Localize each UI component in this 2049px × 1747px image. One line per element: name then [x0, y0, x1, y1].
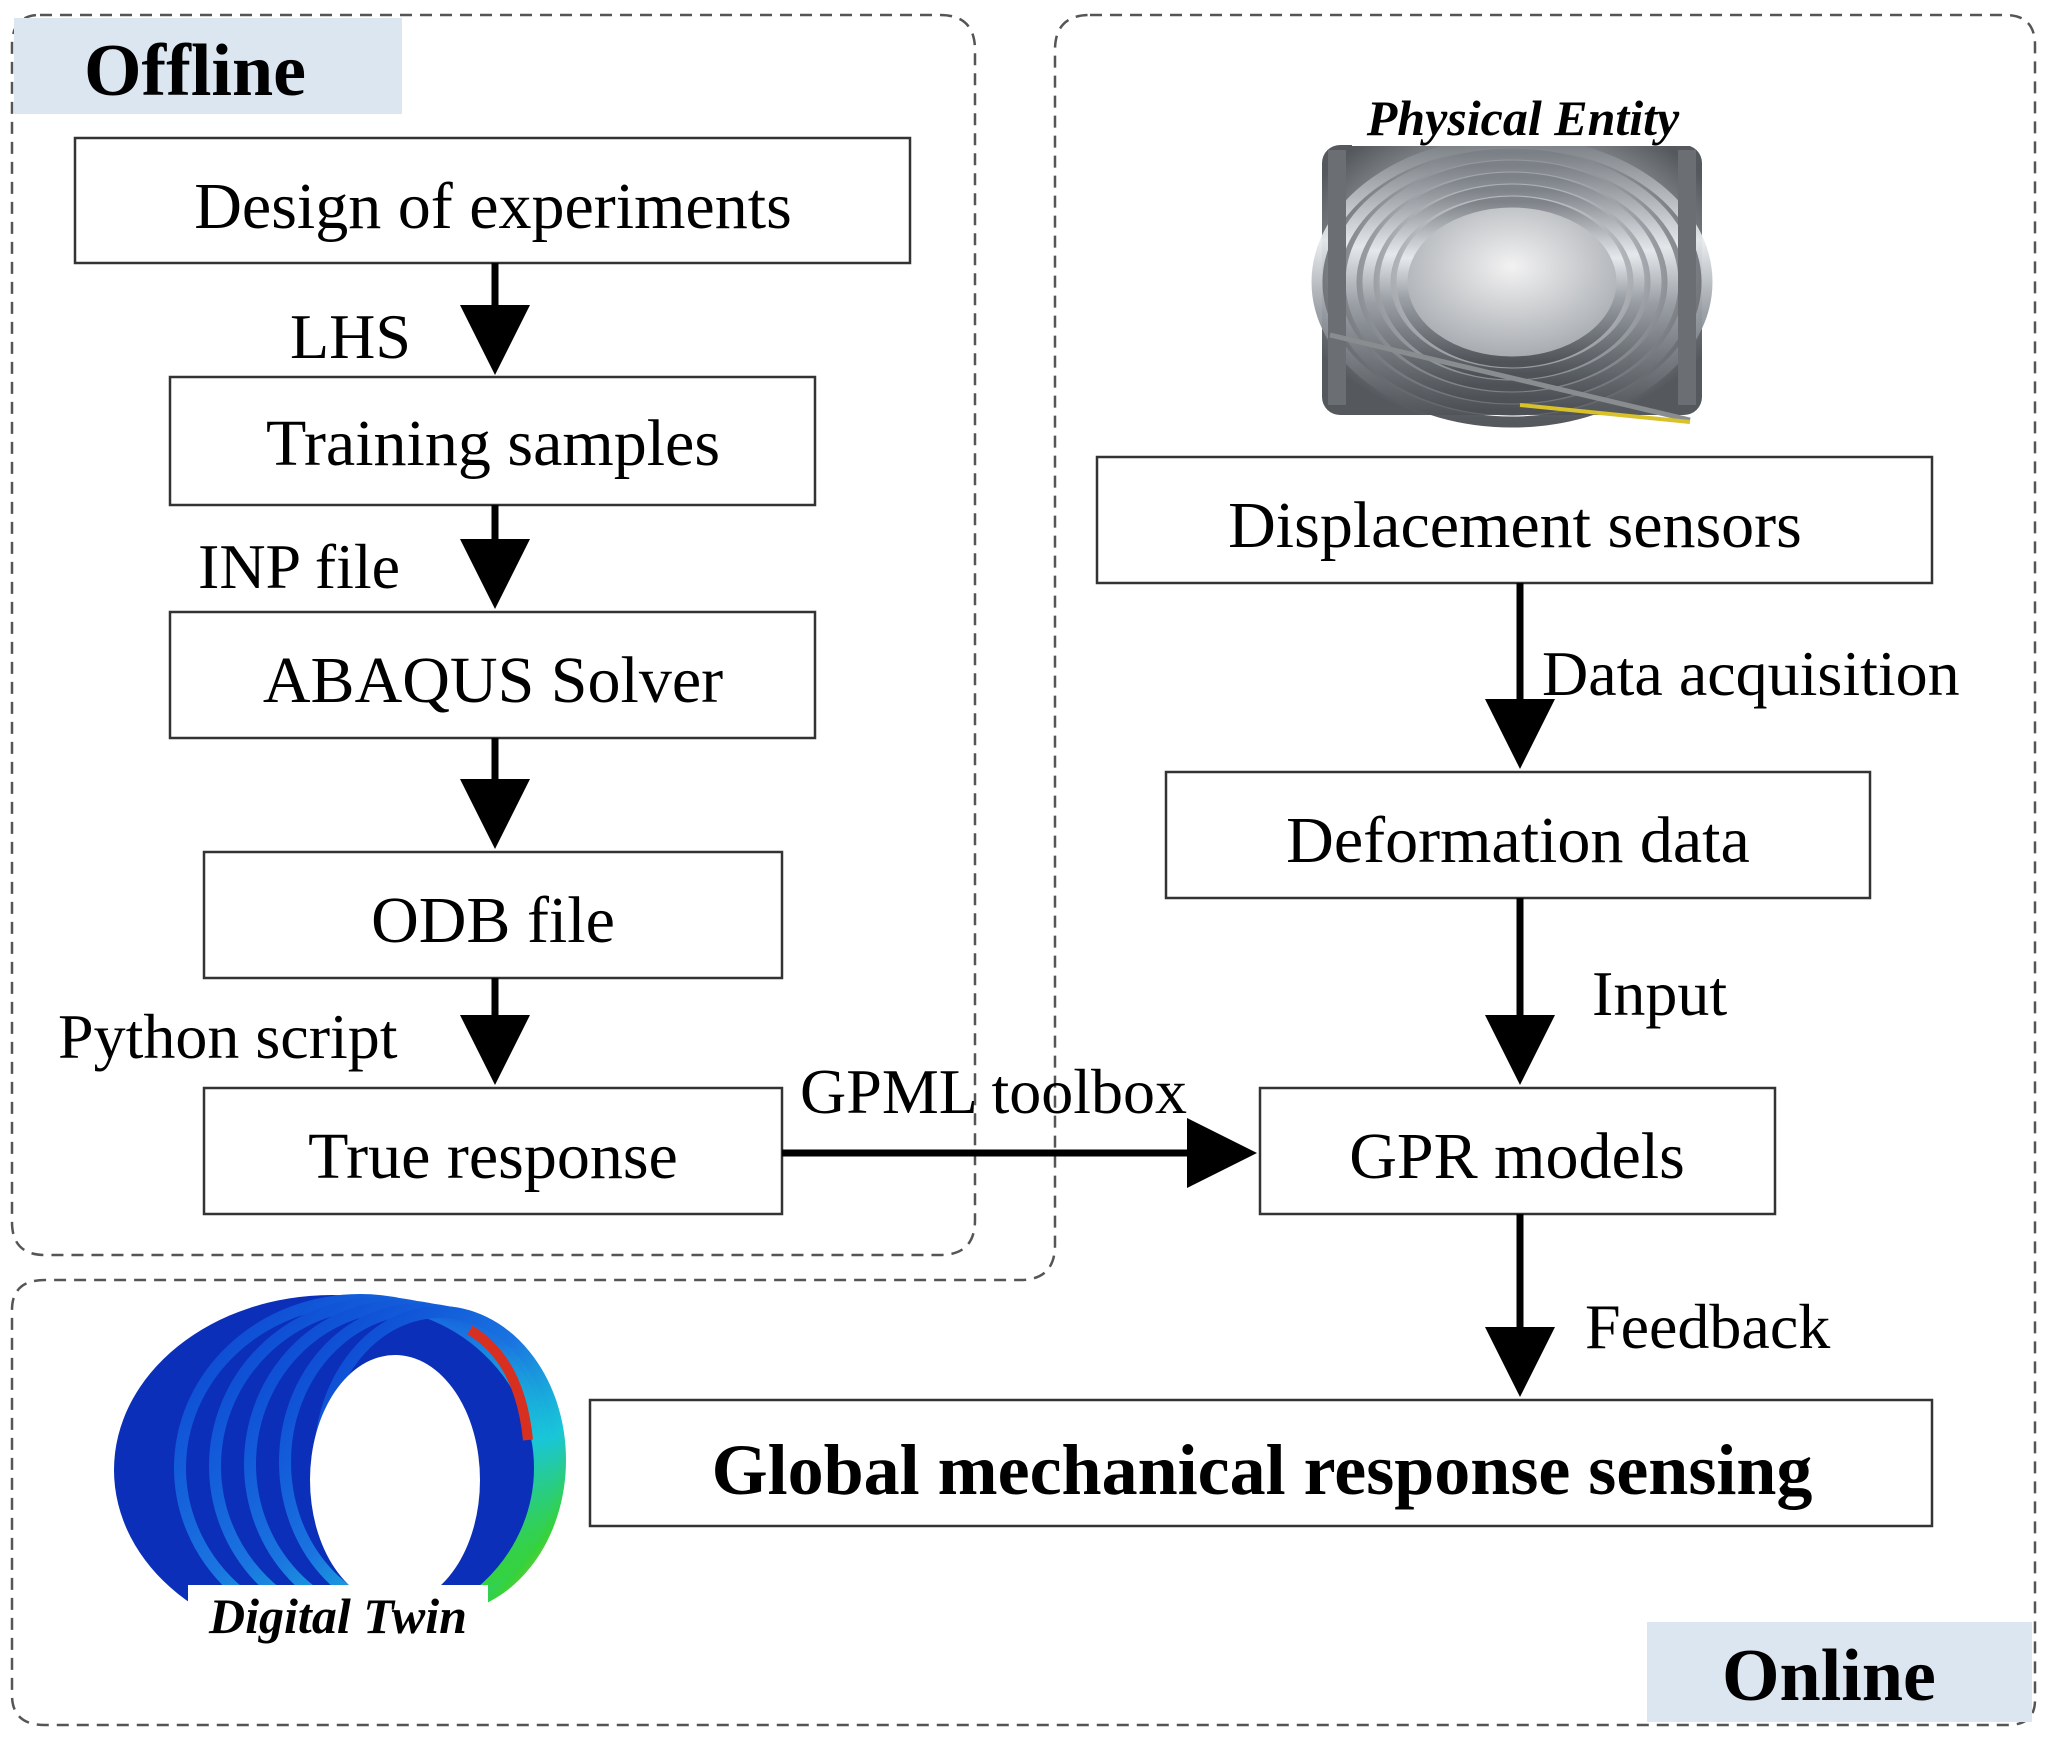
- node-true-response: True response: [202, 1086, 784, 1216]
- edge-label-input: Input: [1592, 958, 1727, 1029]
- digital-twin-caption-bg: [188, 1585, 488, 1647]
- online-label-bg: [1647, 1622, 2032, 1722]
- physical-entity-caption: Physical Entity: [1366, 90, 1680, 146]
- node-deformation-data: Deformation data: [1164, 770, 1872, 900]
- svg-text:Displacement sensors: Displacement sensors: [1228, 489, 1802, 562]
- svg-text:Deformation data: Deformation data: [1286, 804, 1750, 877]
- node-training-samples: Training samples: [168, 375, 817, 507]
- svg-text:GPR models: GPR models: [1349, 1120, 1685, 1193]
- edge-label-feedback: Feedback: [1585, 1291, 1830, 1362]
- online-region-border: [10, 13, 2037, 1727]
- node-design-of-experiments: Design of experiments: [73, 136, 912, 265]
- node-abaqus-solver: ABAQUS Solver: [168, 610, 817, 740]
- digital-twin-caption: Digital Twin: [208, 1588, 467, 1644]
- node-displacement-sensors: Displacement sensors: [1095, 455, 1934, 585]
- edge-label-gpml-toolbox: GPML toolbox: [800, 1056, 1187, 1127]
- svg-text:ABAQUS Solver: ABAQUS Solver: [263, 644, 723, 717]
- online-label: Online: [1722, 1635, 1936, 1717]
- svg-text:Design of experiments: Design of experiments: [194, 170, 792, 243]
- edge-label-python-script: Python script: [58, 1001, 398, 1072]
- physical-entity-image: [1311, 136, 1713, 428]
- edge-label-lhs: LHS: [290, 301, 411, 372]
- svg-text:ODB file: ODB file: [371, 884, 615, 957]
- offline-label: Offline: [84, 30, 306, 112]
- edge-label-data-acquisition: Data acquisition: [1542, 638, 1960, 709]
- svg-text:True response: True response: [308, 1120, 678, 1193]
- node-gpr-models: GPR models: [1258, 1086, 1777, 1216]
- node-odb-file: ODB file: [202, 850, 784, 980]
- offline-label-bg: [14, 18, 402, 114]
- physical-entity-caption-bg: [1352, 90, 1692, 146]
- edge-label-inp-file: INP file: [198, 531, 400, 602]
- svg-text:Training samples: Training samples: [266, 407, 720, 480]
- offline-region-border: [10, 13, 977, 1257]
- node-global-mechanical-response-sensing: Global mechanical response sensing: [588, 1398, 1934, 1528]
- svg-text:Global mechanical response sen: Global mechanical response sensing: [712, 1430, 1813, 1510]
